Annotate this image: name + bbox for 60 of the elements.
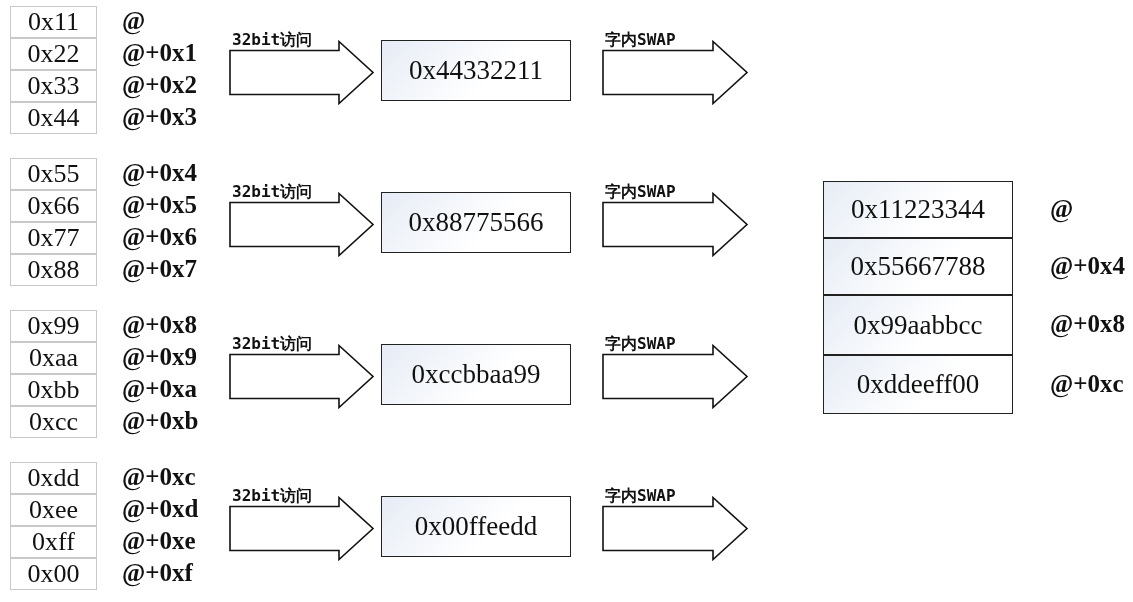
edge-label: 32bit访问 (232, 181, 313, 203)
memory-byte-cell: 0x88 (10, 254, 97, 286)
address-label: @+0x3 (122, 103, 197, 131)
edge-label: 32bit访问 (232, 333, 313, 355)
edge-label: 字内SWAP (605, 485, 676, 507)
address-label: @+0xf (122, 559, 193, 587)
memory-byte-cell: 0xee (10, 494, 97, 526)
address-label: @ (1050, 194, 1074, 223)
address-label: @+0x1 (122, 39, 197, 67)
memory-byte-cell: 0xaa (10, 342, 97, 374)
address-label: @+0xd (122, 495, 199, 523)
edge-label: 字内SWAP (605, 29, 676, 51)
address-label: @+0x8 (1050, 310, 1125, 338)
memory-byte-cell: 0xdd (10, 462, 97, 494)
memory-byte-cell: 0x55 (10, 158, 97, 190)
address-label: @+0x2 (122, 71, 197, 99)
word-value-box: 0xccbbaa99 (381, 344, 571, 405)
address-label: @+0xc (1050, 369, 1124, 398)
memory-byte-cell: 0x77 (10, 222, 97, 254)
address-label: @+0x4 (122, 159, 197, 187)
address-label: @+0x5 (122, 191, 197, 219)
address-label: @+0xc (122, 463, 196, 491)
swapped-word-cell: 0x99aabbcc (823, 295, 1013, 355)
memory-byte-cell: 0x22 (10, 38, 97, 70)
edge-label: 字内SWAP (605, 333, 676, 355)
block-arrow (229, 343, 375, 410)
address-label: @+0x7 (122, 255, 197, 283)
swapped-word-cell: 0x55667788 (823, 238, 1013, 295)
memory-byte-cell: 0x44 (10, 102, 97, 134)
swapped-word-cell: 0x11223344 (823, 181, 1013, 238)
edge-label: 字内SWAP (605, 181, 676, 203)
memory-byte-cell: 0xbb (10, 374, 97, 406)
block-arrow (602, 191, 749, 258)
word-value-box: 0x00ffeedd (381, 496, 571, 557)
address-label: @+0x4 (1050, 251, 1125, 280)
address-label: @+0xb (122, 407, 199, 435)
memory-byte-cell: 0x99 (10, 310, 97, 342)
memory-byte-cell: 0x66 (10, 190, 97, 222)
block-arrow (229, 191, 375, 258)
block-arrow (602, 495, 749, 562)
edge-label: 32bit访问 (232, 29, 313, 51)
address-label: @ (122, 7, 146, 35)
memory-byte-cell: 0x11 (10, 6, 97, 38)
swapped-word-cell: 0xddeeff00 (823, 355, 1013, 414)
block-arrow (602, 39, 749, 106)
memory-byte-cell: 0x33 (10, 70, 97, 102)
block-arrow (229, 495, 375, 562)
address-label: @+0x8 (122, 311, 197, 339)
address-label: @+0xa (122, 375, 197, 403)
block-arrow (229, 39, 375, 106)
address-label: @+0x6 (122, 223, 197, 251)
word-value-box: 0x88775566 (381, 192, 571, 253)
block-arrow (602, 343, 749, 410)
memory-byte-cell: 0xcc (10, 406, 97, 438)
memory-byte-cell: 0xff (10, 526, 97, 558)
memory-byte-cell: 0x00 (10, 558, 97, 590)
word-value-box: 0x44332211 (381, 40, 571, 101)
edge-label: 32bit访问 (232, 485, 313, 507)
address-label: @+0x9 (122, 343, 197, 371)
address-label: @+0xe (122, 527, 196, 555)
